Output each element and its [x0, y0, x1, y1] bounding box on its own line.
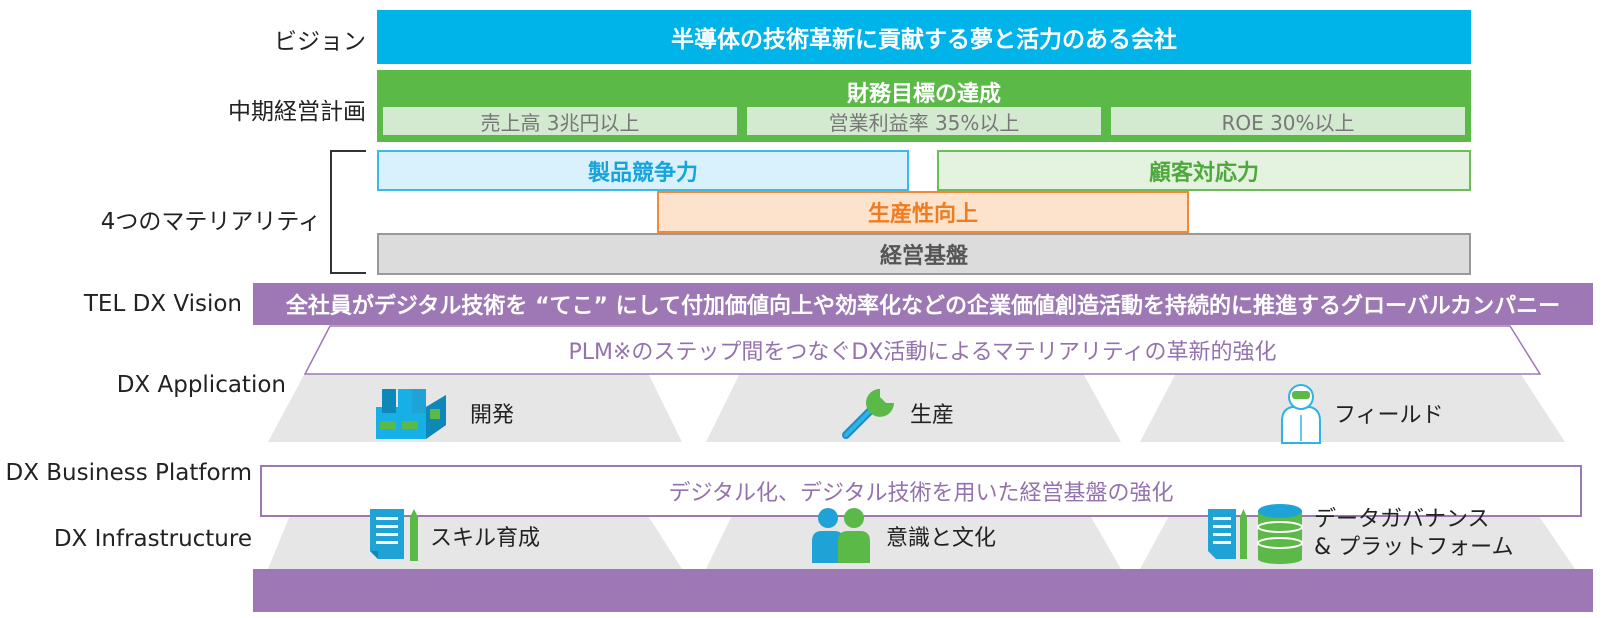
dx-application-text: PLM※のステップ間をつなぐDX活動によるマテリアリティの革新的強化: [568, 340, 1277, 365]
document-pencil-icon: [370, 509, 418, 561]
materiality-product-competitiveness: 製品競争力: [377, 150, 909, 191]
label-dx-business-platform: DX Business Platform: [5, 460, 252, 486]
application-item-development-label: 開発: [470, 403, 515, 428]
target-sales: 売上高 3兆円以上: [383, 107, 737, 135]
application-trapezoid-3: [1140, 373, 1565, 442]
bottom-foundation-bar: [253, 569, 1593, 612]
document-database-icon: [1208, 504, 1303, 564]
infrastructure-trapezoid-3: [1140, 503, 1575, 569]
infrastructure-item-skill-label: スキル育成: [430, 526, 541, 551]
infrastructure-item-culture: 意識と文化: [810, 507, 996, 565]
infrastructure-item-culture-label: 意識と文化: [886, 526, 997, 551]
wrench-icon: [842, 388, 894, 439]
infrastructure-item-data: データガバナンス & プラットフォーム: [1206, 503, 1514, 565]
label-tel-dx-vision: TEL DX Vision: [83, 291, 242, 317]
infrastructure-item-skill: スキル育成: [368, 507, 540, 565]
label-dx-application: DX Application: [116, 372, 286, 398]
infrastructure-item-data-label-line1: データガバナンス: [1314, 507, 1490, 532]
building-icon: [376, 389, 446, 439]
application-connector: [303, 325, 1542, 375]
application-item-development: 開発: [372, 385, 514, 441]
target-operating-margin: 営業利益率 35%以上: [747, 107, 1101, 135]
application-item-field-label: フィールド: [1334, 403, 1444, 428]
materiality-foundation: 経営基盤: [377, 233, 1471, 275]
application-item-production: 生産: [838, 385, 954, 441]
label-dx-infrastructure: DX Infrastructure: [53, 526, 252, 552]
field-engineer-icon: [1281, 384, 1321, 444]
dx-business-platform-bar: デジタル化、デジタル技術を用いた経営基盤の強化: [260, 465, 1582, 517]
infrastructure-trapezoid-2: [706, 503, 1121, 569]
target-roe: ROE 30%以上: [1111, 107, 1465, 135]
tel-dx-vision-bar: 全社員がデジタル技術を “てこ” にして付加価値向上や効率化などの企業価値創造活…: [253, 283, 1593, 325]
materiality-bracket: [330, 150, 366, 274]
midterm-plan-box: 財務目標の達成 売上高 3兆円以上 営業利益率 35%以上 ROE 30%以上: [377, 70, 1471, 142]
application-trapezoid-2: [706, 373, 1121, 442]
materiality-productivity: 生産性向上: [657, 191, 1189, 233]
financial-goal-title: 財務目標の達成: [846, 82, 1001, 107]
people-icon: [812, 508, 870, 563]
application-item-production-label: 生産: [910, 403, 955, 428]
materiality-customer-responsiveness: 顧客対応力: [937, 150, 1471, 191]
vision-bar: 半導体の技術革新に貢献する夢と活力のある会社: [377, 10, 1471, 64]
infrastructure-item-data-label-line2: & プラットフォーム: [1314, 535, 1514, 560]
label-midterm-plan: 中期経営計画: [228, 99, 366, 125]
label-materiality: 4つのマテリアリティ: [100, 209, 321, 235]
infrastructure-item-data-label: データガバナンス & プラットフォーム: [1314, 506, 1514, 562]
label-vision: ビジョン: [274, 29, 366, 55]
application-trapezoid-1: [268, 373, 682, 442]
application-item-field: フィールド: [1278, 381, 1444, 445]
